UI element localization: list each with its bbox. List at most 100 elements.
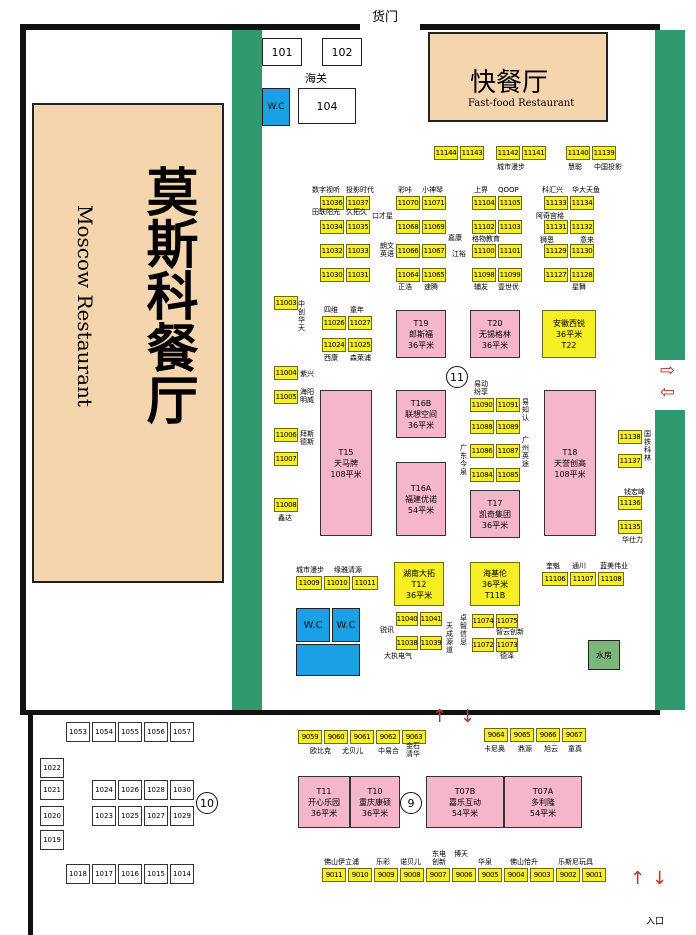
booth-9062[interactable]: 9062: [376, 730, 400, 744]
booth-t11[interactable]: T11 开心乐园 36平米: [298, 776, 350, 828]
booth-1027[interactable]: 1027: [144, 806, 168, 826]
booth-11073[interactable]: 11073: [496, 638, 518, 652]
entrance-label[interactable]: 入口: [646, 917, 665, 927]
booth-11035[interactable]: 11035: [346, 220, 370, 234]
booth-9006[interactable]: 9006: [452, 868, 476, 882]
booth-9063[interactable]: 9063: [402, 730, 426, 744]
booth-11010[interactable]: 11010: [324, 576, 350, 590]
booth-11006[interactable]: 11006: [274, 428, 298, 442]
booth-1025[interactable]: 1025: [118, 806, 142, 826]
booth-11098[interactable]: 11098: [472, 268, 496, 282]
booth-1026[interactable]: 1026: [118, 780, 142, 800]
booth-9001[interactable]: 9001: [582, 868, 606, 882]
booth-11108[interactable]: 11108: [598, 572, 624, 586]
booth-11136[interactable]: 11136: [618, 496, 642, 510]
booth-t17[interactable]: T17 凯奇集团 36平米: [470, 490, 520, 538]
booth-t15[interactable]: T15 天马牌 108平米: [320, 390, 372, 536]
booth-11105[interactable]: 11105: [498, 196, 522, 210]
booth-t11b[interactable]: 海基伦 36平米 T11B: [470, 562, 520, 606]
booth-9059[interactable]: 9059: [298, 730, 322, 744]
booth-11135[interactable]: 11135: [618, 520, 642, 534]
booth-9008[interactable]: 9008: [400, 868, 424, 882]
booth-11011[interactable]: 11011: [352, 576, 378, 590]
booth-11137[interactable]: 11137: [618, 454, 642, 468]
booth-11144[interactable]: 11144: [434, 146, 458, 160]
booth-t07b[interactable]: T07B 嘉乐互动 54平米: [426, 776, 504, 828]
booth-11134[interactable]: 11134: [570, 196, 594, 210]
booth-11102[interactable]: 11102: [472, 220, 496, 234]
booth-11068[interactable]: 11068: [396, 220, 420, 234]
booth-11107[interactable]: 11107: [570, 572, 596, 586]
booth-9064[interactable]: 9064: [484, 728, 508, 742]
booth-1016[interactable]: 1016: [118, 864, 142, 884]
booth-1024[interactable]: 1024: [92, 780, 116, 800]
booth-11031[interactable]: 11031: [346, 268, 370, 282]
booth-9007[interactable]: 9007: [426, 868, 450, 882]
booth-9004[interactable]: 9004: [504, 868, 528, 882]
booth-t16a[interactable]: T16A 福建优诺 54平米: [396, 462, 446, 536]
booth-1056[interactable]: 1056: [144, 722, 168, 742]
booth-11132[interactable]: 11132: [570, 220, 594, 234]
booth-11032[interactable]: 11032: [320, 244, 344, 258]
booth-11026[interactable]: 11026: [322, 316, 346, 330]
booth-11089[interactable]: 11089: [496, 420, 520, 434]
booth-1057[interactable]: 1057: [170, 722, 194, 742]
booth-11128[interactable]: 11128: [570, 268, 594, 282]
booth-t19[interactable]: T19 郎斯福 36平米: [396, 310, 446, 358]
booth-11074[interactable]: 11074: [472, 614, 494, 628]
booth-11138[interactable]: 11138: [618, 430, 642, 444]
booth-1055[interactable]: 1055: [118, 722, 142, 742]
booth-11131[interactable]: 11131: [544, 220, 568, 234]
booth-11034[interactable]: 11034: [320, 220, 344, 234]
booth-t22[interactable]: 安徽西锐 36平米 T22: [542, 310, 596, 358]
booth-t18[interactable]: T18 天誉创高 108平米: [544, 390, 596, 536]
booth-9009[interactable]: 9009: [374, 868, 398, 882]
booth-11091[interactable]: 11091: [496, 398, 520, 412]
booth-11075[interactable]: 11075: [496, 614, 518, 628]
booth-9067[interactable]: 9067: [562, 728, 586, 742]
booth-1028[interactable]: 1028: [144, 780, 168, 800]
booth-11103[interactable]: 11103: [498, 220, 522, 234]
booth-11072[interactable]: 11072: [472, 638, 494, 652]
booth-11036[interactable]: 11036: [320, 196, 344, 210]
booth-11133[interactable]: 11133: [544, 196, 568, 210]
booth-1017[interactable]: 1017: [92, 864, 116, 884]
booth-1021[interactable]: 1021: [40, 780, 64, 800]
booth-1054[interactable]: 1054: [92, 722, 116, 742]
booth-11127[interactable]: 11127: [544, 268, 568, 282]
booth-1020[interactable]: 1020: [40, 806, 64, 826]
booth-11140[interactable]: 11140: [566, 146, 590, 160]
booth-11040[interactable]: 11040: [396, 612, 418, 626]
booth-9061[interactable]: 9061: [350, 730, 374, 744]
booth-11027[interactable]: 11027: [348, 316, 372, 330]
booth-11009[interactable]: 11009: [296, 576, 322, 590]
booth-11030[interactable]: 11030: [320, 268, 344, 282]
booth-t12[interactable]: 湖南大拓 T12 36平米: [394, 562, 444, 606]
booth-9010[interactable]: 9010: [348, 868, 372, 882]
booth-11025[interactable]: 11025: [348, 338, 372, 352]
booth-11007[interactable]: 11007: [274, 452, 298, 466]
booth-t07a[interactable]: T07A 多利隆 54平米: [504, 776, 582, 828]
booth-11038[interactable]: 11038: [396, 636, 418, 650]
booth-1030[interactable]: 1030: [170, 780, 194, 800]
booth-11003[interactable]: 11003: [274, 296, 298, 310]
booth-11141[interactable]: 11141: [522, 146, 546, 160]
booth-11106[interactable]: 11106: [542, 572, 568, 586]
booth-t20[interactable]: T20 无锡格林 36平米: [470, 310, 520, 358]
booth-11071[interactable]: 11071: [422, 196, 446, 210]
booth-1029[interactable]: 1029: [170, 806, 194, 826]
booth-11065[interactable]: 11065: [422, 268, 446, 282]
booth-1015[interactable]: 1015: [144, 864, 168, 884]
booth-1018[interactable]: 1018: [66, 864, 90, 884]
booth-1022[interactable]: 1022: [40, 758, 64, 778]
booth-1014[interactable]: 1014: [170, 864, 194, 884]
booth-11037[interactable]: 11037: [346, 196, 370, 210]
booth-9003[interactable]: 9003: [530, 868, 554, 882]
booth-9011[interactable]: 9011: [322, 868, 346, 882]
booth-t16b[interactable]: T16B 联想空间 36平米: [396, 390, 446, 438]
booth-11086[interactable]: 11086: [470, 444, 494, 458]
booth-11090[interactable]: 11090: [470, 398, 494, 412]
booth-11130[interactable]: 11130: [570, 244, 594, 258]
booth-9065[interactable]: 9065: [510, 728, 534, 742]
booth-11139[interactable]: 11139: [592, 146, 616, 160]
